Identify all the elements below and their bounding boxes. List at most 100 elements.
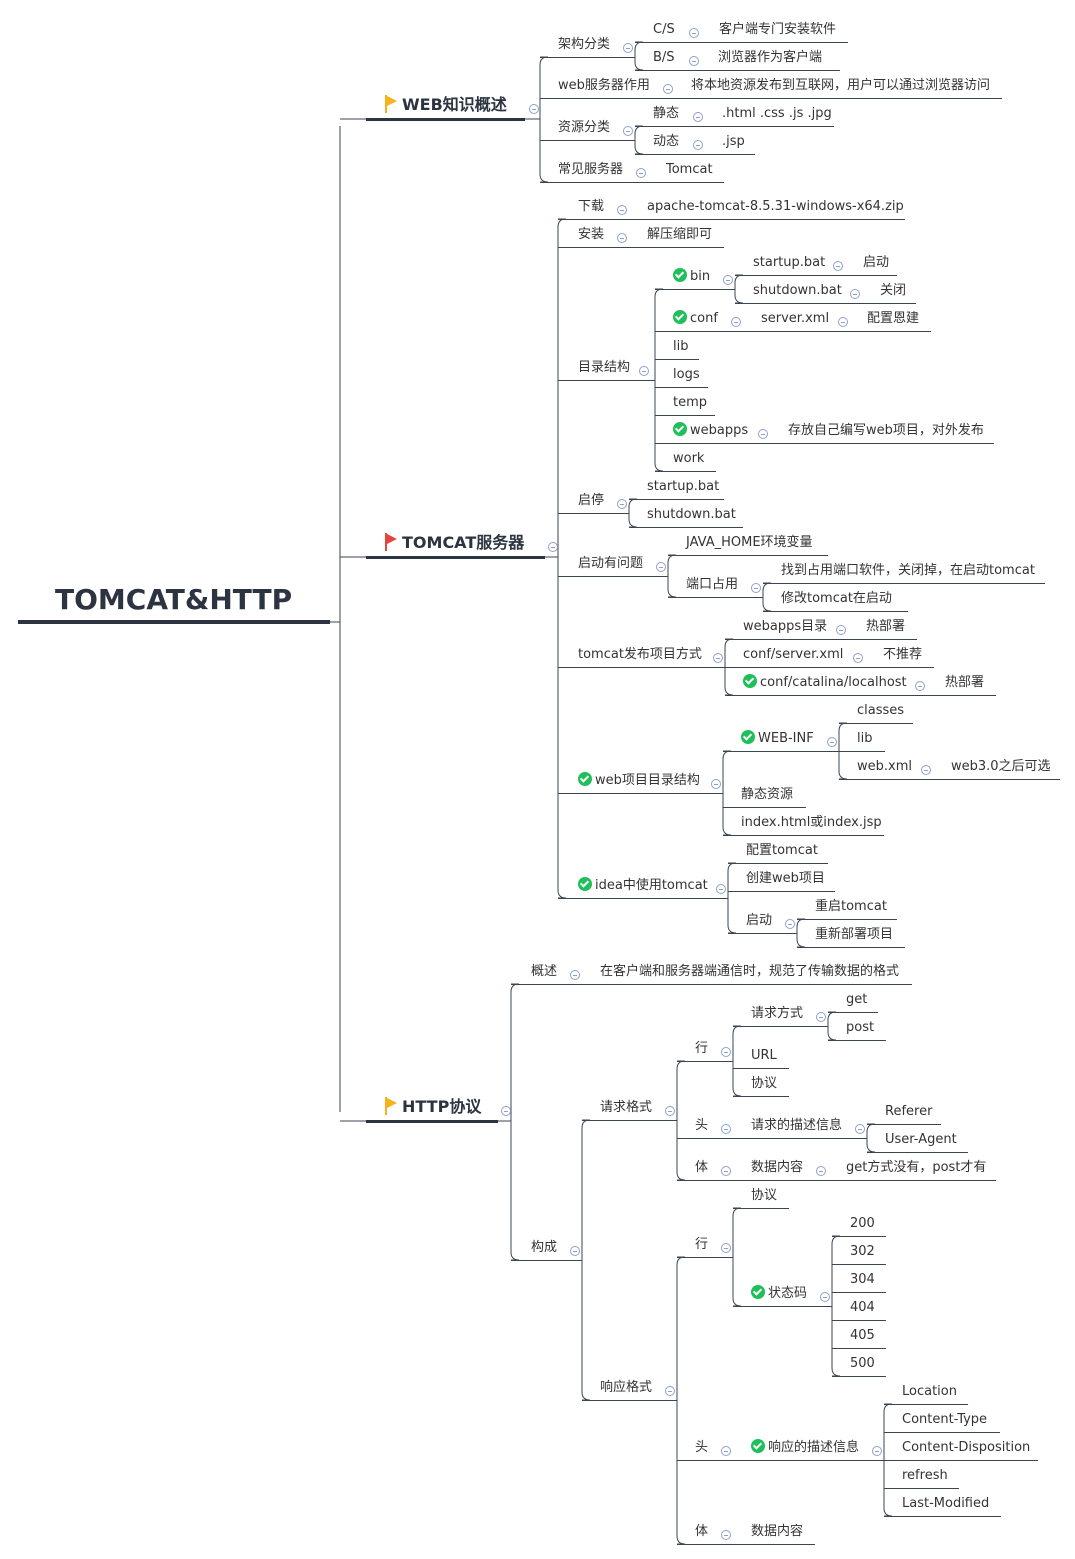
node-w-dy[interactable]: 动态 [653,133,679,151]
node-h-hd3[interactable]: refresh [902,1467,948,1485]
collapse-toggle-icon[interactable] [548,542,558,552]
collapse-toggle-icon[interactable] [713,653,723,663]
collapse-toggle-icon[interactable] [785,919,795,929]
node-w-st-desc[interactable]: .html .css .js .jpg [722,105,832,123]
node-t-rs[interactable]: 重启tomcat [815,898,887,916]
node-w-com-desc[interactable]: Tomcat [666,161,713,179]
node-h-sb[interactable]: 体 [695,1523,708,1541]
node-h-hd1[interactable]: Content-Type [902,1411,987,1429]
node-t-i3[interactable]: 启动 [746,912,772,930]
node-t-i2[interactable]: 创建web项目 [746,870,825,888]
collapse-toggle-icon[interactable] [838,317,848,327]
node-w-cs-desc[interactable]: 客户端专门安装软件 [719,21,836,39]
node-h-hd2[interactable]: Content-Disposition [902,1439,1030,1457]
node-h-co[interactable]: 构成 [531,1239,557,1257]
node-h-pr[interactable]: 协议 [751,1075,777,1093]
node-h-c2[interactable]: 304 [850,1271,875,1289]
node-h-rb[interactable]: 体 [695,1159,708,1177]
node-h-rh[interactable]: 头 [695,1117,708,1135]
node-h-c1[interactable]: 302 [850,1243,875,1261]
node-t-wa[interactable]: webapps [673,422,748,440]
collapse-toggle-icon[interactable] [721,1124,731,1134]
node-w-ws-desc[interactable]: 将本地资源发布到互联网，用户可以通过浏览器访问 [691,77,990,95]
node-t-wi[interactable]: WEB-INF [741,730,814,748]
node-h-ov[interactable]: 概述 [531,963,557,981]
node-t-pr[interactable]: 启动有问题 [578,555,643,573]
collapse-toggle-icon[interactable] [721,1047,731,1057]
node-t-wx-desc[interactable]: web3.0之后可选 [951,758,1051,776]
collapse-toggle-icon[interactable] [689,28,699,38]
collapse-toggle-icon[interactable] [915,681,925,691]
node-h-ov-desc[interactable]: 在客户端和服务器端通信时，规范了传输数据的格式 [600,963,899,981]
node-h-rhd[interactable]: 请求的描述信息 [751,1117,842,1135]
collapse-toggle-icon[interactable] [721,1243,731,1253]
node-t-wa-desc[interactable]: 存放自己编写web项目，对外发布 [788,422,984,440]
node-t-p3-desc[interactable]: 热部署 [945,674,984,692]
node-t-dl[interactable]: 下载 [578,198,604,216]
node-t-in-desc[interactable]: 解压缩即可 [647,226,712,244]
node-h-url[interactable]: URL [751,1047,777,1065]
collapse-toggle-icon[interactable] [816,1166,826,1176]
node-t-port[interactable]: 端口占用 [686,576,738,594]
node-t-bin[interactable]: bin [673,268,710,286]
collapse-toggle-icon[interactable] [623,126,633,136]
node-t-sr[interactable]: 静态资源 [741,786,793,804]
node-h-rbd[interactable]: 数据内容 [751,1159,803,1177]
collapse-toggle-icon[interactable] [617,205,627,215]
collapse-toggle-icon[interactable] [636,168,646,178]
collapse-toggle-icon[interactable] [751,583,761,593]
node-h-me[interactable]: 请求方式 [751,1005,803,1023]
node-t-cl[interactable]: classes [857,702,904,720]
node-t-su-desc[interactable]: 启动 [863,254,889,272]
node-t-rd[interactable]: 重新部署项目 [815,926,893,944]
collapse-toggle-icon[interactable] [721,1530,731,1540]
node-h-sh[interactable]: 头 [695,1439,708,1457]
node-t-su[interactable]: startup.bat [753,254,825,272]
collapse-toggle-icon[interactable] [501,1106,511,1116]
node-t-sd[interactable]: shutdown.bat [753,282,842,300]
node-t-work[interactable]: work [673,450,704,468]
collapse-toggle-icon[interactable] [850,289,860,299]
collapse-toggle-icon[interactable] [617,233,627,243]
node-t-conf-child[interactable]: server.xml [761,310,829,328]
collapse-toggle-icon[interactable] [711,779,721,789]
collapse-toggle-icon[interactable] [693,112,703,122]
collapse-toggle-icon[interactable] [758,429,768,439]
node-t-dl-desc[interactable]: apache-tomcat-8.5.31-windows-x64.zip [647,198,904,216]
node-t-wl[interactable]: lib [857,730,872,748]
node-t-ss2[interactable]: shutdown.bat [647,506,736,524]
node-t-p1-desc[interactable]: 热部署 [866,618,905,636]
node-t-jh[interactable]: JAVA_HOME环境变量 [686,534,813,552]
node-t-wd[interactable]: web项目目录结构 [578,772,700,790]
collapse-toggle-icon[interactable] [623,43,633,53]
node-t-ix[interactable]: index.html或index.jsp [741,814,882,832]
node-t-logs[interactable]: logs [673,366,700,384]
node-t-pub[interactable]: tomcat发布项目方式 [578,646,702,664]
collapse-toggle-icon[interactable] [731,317,741,327]
node-w-dy-desc[interactable]: .jsp [722,133,745,151]
node-h-c0[interactable]: 200 [850,1215,875,1233]
node-t-id[interactable]: idea中使用tomcat [578,877,708,895]
node-h-c4[interactable]: 405 [850,1327,875,1345]
node-h-get[interactable]: get [846,991,867,1009]
node-w-st[interactable]: 静态 [653,105,679,123]
collapse-toggle-icon[interactable] [663,84,673,94]
collapse-toggle-icon[interactable] [721,1446,731,1456]
collapse-toggle-icon[interactable] [820,1292,830,1302]
node-t-p1[interactable]: webapps目录 [743,618,827,636]
collapse-toggle-icon[interactable] [921,765,931,775]
collapse-toggle-icon[interactable] [665,1386,675,1396]
collapse-toggle-icon[interactable] [570,970,580,980]
collapse-toggle-icon[interactable] [827,737,837,747]
node-h-shd[interactable]: 响应的描述信息 [751,1439,859,1457]
collapse-toggle-icon[interactable] [721,1166,731,1176]
node-t-p3[interactable]: conf/catalina/localhost [743,674,907,692]
node-h-sl[interactable]: 行 [695,1236,708,1254]
node-t-p2[interactable]: conf/server.xml [743,646,843,664]
collapse-toggle-icon[interactable] [656,562,666,572]
node-h-post[interactable]: post [846,1019,874,1037]
collapse-toggle-icon[interactable] [529,104,539,114]
node-h-sc[interactable]: 状态码 [751,1285,807,1303]
node-t-conf[interactable]: conf [673,310,718,328]
node-t-in[interactable]: 安装 [578,226,604,244]
